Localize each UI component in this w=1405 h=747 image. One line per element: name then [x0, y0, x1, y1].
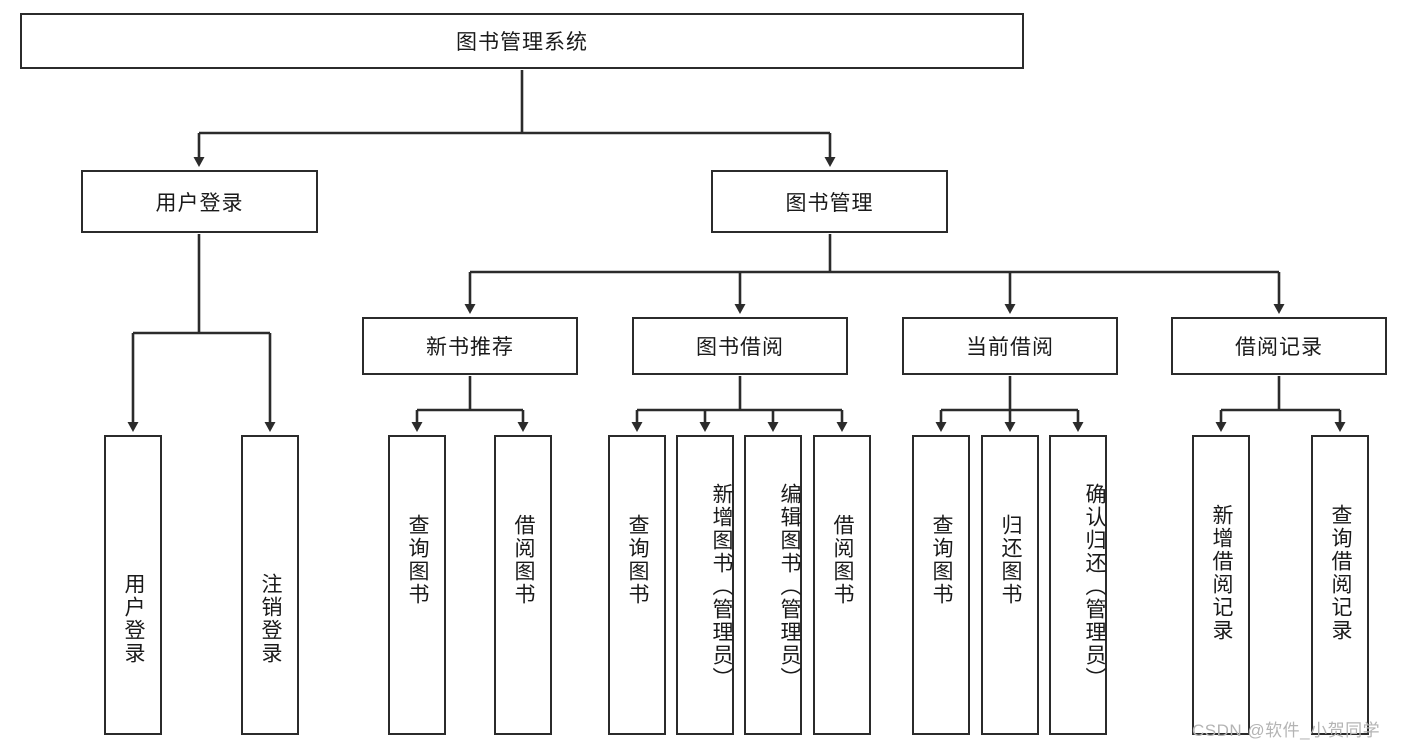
leaf-logout-login-label: 注销登录	[259, 573, 283, 665]
leaf-borrow-book-2-label: 借阅图书	[831, 514, 855, 606]
leaf-query-record[interactable]: 查询借阅记录	[1311, 435, 1369, 735]
node-current-borrow-label: 当前借阅	[966, 336, 1054, 359]
leaf-add-record-label: 新增借阅记录	[1210, 504, 1234, 642]
leaf-user-login[interactable]: 用户登录	[104, 435, 162, 735]
leaf-confirm-return[interactable]: 确认归还（管理员）	[1049, 435, 1107, 735]
leaf-borrow-book-1-label: 借阅图书	[512, 514, 536, 606]
leaf-logout-login[interactable]: 注销登录	[241, 435, 299, 735]
node-user-login[interactable]: 用户登录	[81, 170, 318, 233]
node-current-borrow[interactable]: 当前借阅	[902, 317, 1118, 375]
leaf-add-book[interactable]: 新增图书（管理员）	[676, 435, 734, 735]
leaf-borrow-book-2[interactable]: 借阅图书	[813, 435, 871, 735]
leaf-query-book-2-label: 查询图书	[626, 514, 650, 606]
leaf-query-book-3-label: 查询图书	[930, 514, 954, 606]
node-new-book-recommend-label: 新书推荐	[426, 336, 514, 359]
node-borrow-record[interactable]: 借阅记录	[1171, 317, 1387, 375]
leaf-query-book-2[interactable]: 查询图书	[608, 435, 666, 735]
leaf-edit-book[interactable]: 编辑图书（管理员）	[744, 435, 802, 735]
node-new-book-recommend[interactable]: 新书推荐	[362, 317, 578, 375]
node-book-borrow-label: 图书借阅	[696, 336, 784, 359]
leaf-user-login-label: 用户登录	[122, 573, 146, 665]
leaf-borrow-book-1[interactable]: 借阅图书	[494, 435, 552, 735]
leaf-query-record-label: 查询借阅记录	[1329, 504, 1353, 642]
leaf-confirm-return-label: 确认归还（管理员）	[1083, 482, 1106, 690]
node-book-borrow[interactable]: 图书借阅	[632, 317, 848, 375]
node-borrow-record-label: 借阅记录	[1235, 336, 1323, 359]
node-book-manage-label: 图书管理	[785, 191, 874, 215]
node-root[interactable]: 图书管理系统	[20, 13, 1024, 69]
csdn-watermark: CSDN @软件_小贺同学	[1192, 721, 1381, 740]
leaf-query-book-1[interactable]: 查询图书	[388, 435, 446, 735]
leaf-add-book-label: 新增图书（管理员）	[710, 482, 733, 690]
leaf-query-book-3[interactable]: 查询图书	[912, 435, 970, 735]
leaf-return-book-label: 归还图书	[999, 514, 1023, 606]
leaf-query-book-1-label: 查询图书	[406, 514, 430, 606]
node-user-login-label: 用户登录	[155, 191, 244, 215]
node-root-label: 图书管理系统	[456, 31, 588, 54]
leaf-add-record[interactable]: 新增借阅记录	[1192, 435, 1250, 735]
leaf-edit-book-label: 编辑图书（管理员）	[778, 482, 801, 690]
node-book-manage[interactable]: 图书管理	[711, 170, 948, 233]
leaf-return-book[interactable]: 归还图书	[981, 435, 1039, 735]
